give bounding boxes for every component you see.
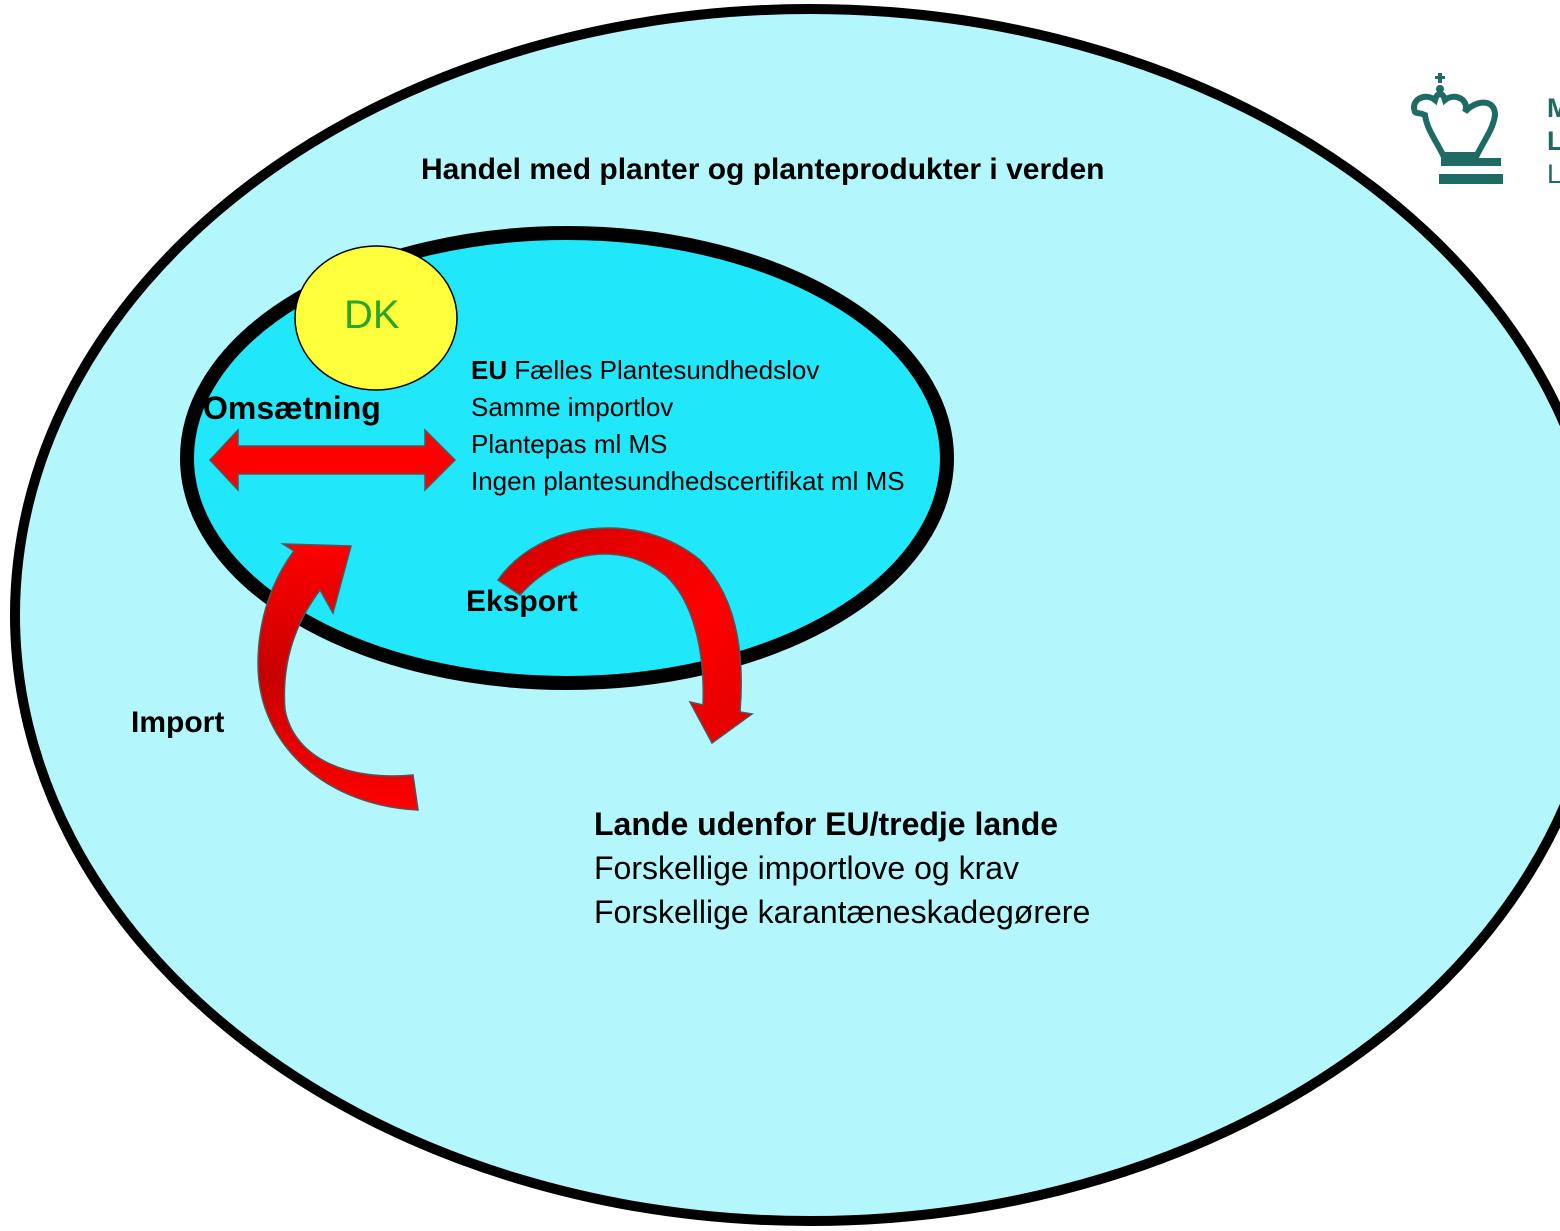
eu-line-1-text: Fælles Plantesundhedslov bbox=[514, 355, 820, 385]
third-countries-line-1: Forskellige importlove og krav bbox=[594, 850, 1020, 886]
dk-circle bbox=[294, 245, 458, 391]
eu-line-2: Samme importlov bbox=[471, 392, 674, 422]
third-countries-line-2: Forskellige karantæneskadegørere bbox=[594, 894, 1091, 930]
diagram-title: Handel med planter og planteprodukter i … bbox=[421, 153, 1105, 186]
ministry-line-3: L bbox=[1547, 159, 1560, 189]
eu-heading: EU bbox=[471, 355, 508, 385]
eksport-label: Eksport bbox=[466, 585, 578, 618]
ministry-name: M L L bbox=[1547, 92, 1560, 191]
import-arrow bbox=[257, 543, 419, 811]
eu-line-3: Plantepas ml MS bbox=[471, 429, 668, 459]
eu-rules: EU Fælles Plantesundhedslov Samme import… bbox=[471, 352, 905, 500]
import-label: Import bbox=[131, 706, 225, 739]
double-arrow bbox=[208, 428, 457, 492]
omsaetning-label: Omsætning bbox=[203, 390, 381, 426]
eu-line-1: EU Fælles Plantesundhedslov bbox=[471, 352, 905, 389]
third-countries: Lande udenfor EU/tredje lande Forskellig… bbox=[594, 802, 1090, 934]
export-arrow bbox=[496, 527, 754, 745]
eu-line-4: Ingen plantesundhedscertifikat ml MS bbox=[471, 466, 905, 496]
dk-label: DK bbox=[344, 293, 400, 337]
third-countries-heading: Lande udenfor EU/tredje lande bbox=[594, 806, 1059, 842]
crown-icon bbox=[1411, 73, 1503, 184]
ministry-line-1: M bbox=[1547, 93, 1560, 123]
ministry-line-2: L bbox=[1547, 126, 1560, 156]
